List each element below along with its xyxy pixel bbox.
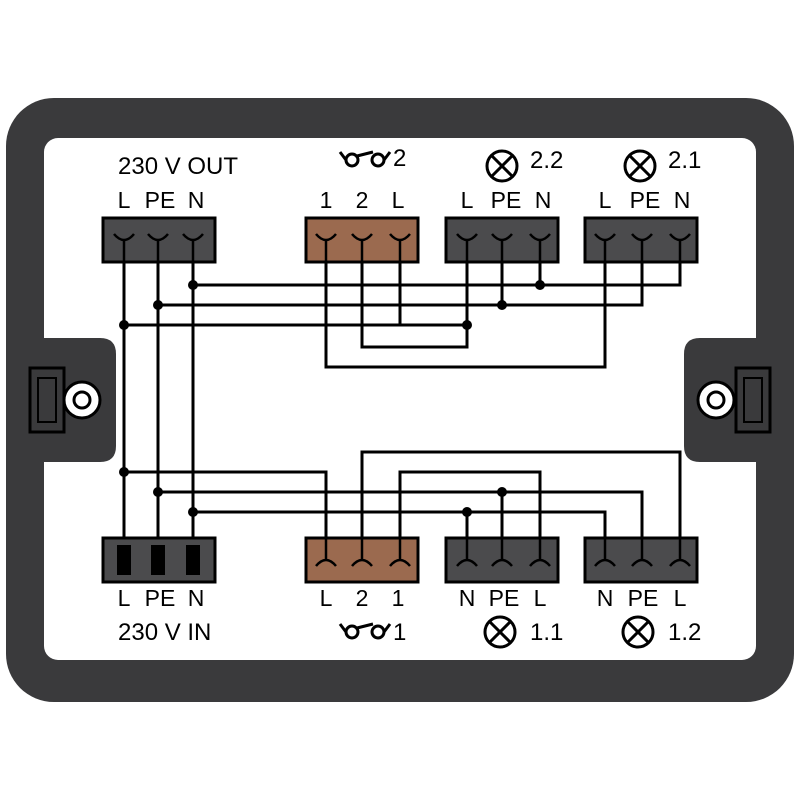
- pin-label: L: [118, 585, 131, 611]
- pin-label: N: [188, 585, 205, 611]
- junction-dots: [119, 280, 545, 517]
- pin-label: 2: [356, 585, 369, 611]
- connector-230v-in: L PE N 230 V IN: [101, 536, 217, 646]
- pin-label: PE: [628, 585, 659, 611]
- switch-icon: [338, 622, 392, 640]
- pin-label: PE: [491, 187, 522, 213]
- mounting-lug-icon: [696, 366, 772, 434]
- connector-lamp-2-2: 2.2 L PE N: [444, 147, 563, 264]
- connector-title: 2.1: [668, 147, 701, 174]
- pin-label: N: [535, 187, 552, 213]
- pin-label: N: [188, 187, 205, 213]
- pin-label: L: [320, 585, 333, 611]
- pin-label: 1: [392, 585, 405, 611]
- pin-label: N: [459, 585, 476, 611]
- connector-title: 1: [393, 619, 406, 646]
- connector-title: 2.2: [530, 147, 563, 174]
- lamp-icon: [483, 615, 517, 649]
- switch-icon: [338, 150, 392, 168]
- connector-230v-out: 230 V OUT L PE N: [101, 153, 238, 264]
- pin-label: 1: [320, 187, 333, 213]
- connector-lamp-2-1: 2.1 L PE N: [583, 147, 701, 264]
- connector-title: 2: [393, 145, 406, 172]
- pin-label: L: [534, 585, 547, 611]
- connector-switch-2: 2 1 2 L: [304, 145, 420, 264]
- pin-label: L: [461, 187, 474, 213]
- pin-label: PE: [489, 585, 520, 611]
- pin-label: 2: [356, 187, 369, 213]
- mounting-lug-icon: [28, 366, 102, 434]
- connector-lamp-1-1: N PE L 1.1: [444, 536, 563, 649]
- lamp-icon: [621, 615, 655, 649]
- lamp-icon: [623, 149, 657, 183]
- connector-title: 1.2: [668, 619, 701, 646]
- pin-label: L: [118, 187, 131, 213]
- pin-label: N: [674, 187, 691, 213]
- pin-label: L: [599, 187, 612, 213]
- connector-title: 230 V OUT: [118, 153, 238, 180]
- lamp-icon: [485, 149, 519, 183]
- pin-label: PE: [145, 187, 176, 213]
- pin-label: PE: [145, 585, 176, 611]
- pin-label: L: [392, 187, 405, 213]
- connector-lamp-1-2: N PE L 1.2: [583, 536, 701, 649]
- pin-label: L: [674, 585, 687, 611]
- connector-title: 1.1: [530, 619, 563, 646]
- pin-label: PE: [630, 187, 661, 213]
- connector-switch-1: L 2 1 1: [304, 536, 420, 646]
- pin-label: N: [597, 585, 614, 611]
- connector-title: 230 V IN: [118, 619, 211, 646]
